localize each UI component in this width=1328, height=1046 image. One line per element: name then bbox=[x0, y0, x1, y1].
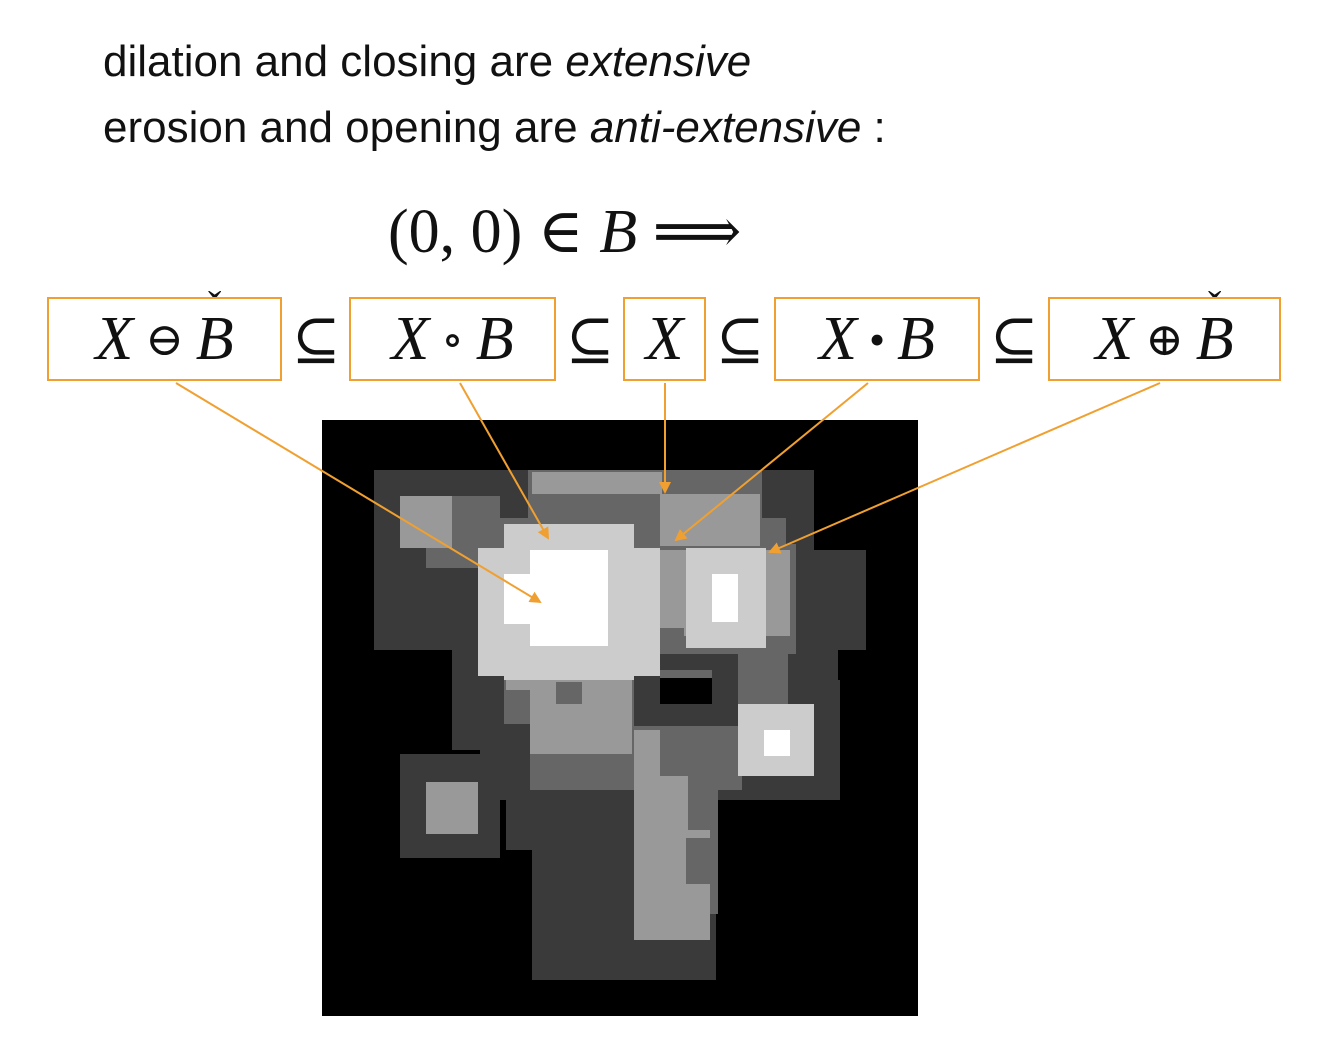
subset-symbol-3: ⊆ bbox=[715, 307, 765, 372]
dilation-operand-x: X bbox=[1095, 304, 1134, 373]
original-set-x: X bbox=[645, 304, 684, 373]
erosion-operator: ⊖ bbox=[145, 314, 184, 365]
erosion-caron-accent: ˇ bbox=[208, 282, 222, 328]
original-set-box: X bbox=[623, 297, 706, 381]
opening-box: X∘B bbox=[349, 297, 556, 381]
heading-term-extensive: extensive bbox=[565, 37, 752, 86]
dilation-caron-accent: ˇ bbox=[1208, 282, 1222, 328]
erosion-operand-x: X bbox=[95, 304, 134, 373]
subset-symbol-4: ⊆ bbox=[989, 307, 1039, 372]
dilation-operand-b: B bbox=[1195, 304, 1234, 373]
opening-operator: ∘ bbox=[441, 314, 464, 365]
closing-operator: • bbox=[868, 313, 886, 365]
closing-box: X•B bbox=[774, 297, 980, 381]
subset-symbol-1: ⊆ bbox=[291, 307, 341, 372]
heading-line-extensive: dilation and closing are extensive bbox=[103, 36, 751, 88]
closing-operand-x: X bbox=[819, 304, 857, 373]
closing-operand-b: B bbox=[897, 304, 935, 373]
heading-line-anti-extensive: erosion and opening are anti-extensive : bbox=[103, 102, 886, 154]
heading-line2-text: erosion and opening are bbox=[103, 103, 590, 152]
premise-set-b: B bbox=[599, 198, 638, 266]
premise-origin-in: (0, 0) ∈ bbox=[388, 198, 600, 266]
enclosed-hole bbox=[660, 678, 712, 704]
dilation-operator: ⊕ bbox=[1145, 314, 1184, 365]
opening-operand-b: B bbox=[475, 304, 514, 373]
premise-implies-arrow: ⟹ bbox=[652, 198, 742, 266]
morphology-level-image bbox=[322, 420, 918, 1016]
erosion-region bbox=[504, 550, 790, 756]
origin-premise-formula: (0, 0) ∈ B ⟹ bbox=[388, 196, 741, 268]
erosion-operand-b: B bbox=[195, 304, 234, 373]
subset-symbol-2: ⊆ bbox=[565, 307, 615, 372]
opening-operand-x: X bbox=[391, 304, 430, 373]
heading-line1-text: dilation and closing are bbox=[103, 37, 566, 86]
heading-term-anti-extensive: anti-extensive bbox=[589, 103, 862, 152]
heading-line2-colon: : bbox=[861, 103, 886, 152]
